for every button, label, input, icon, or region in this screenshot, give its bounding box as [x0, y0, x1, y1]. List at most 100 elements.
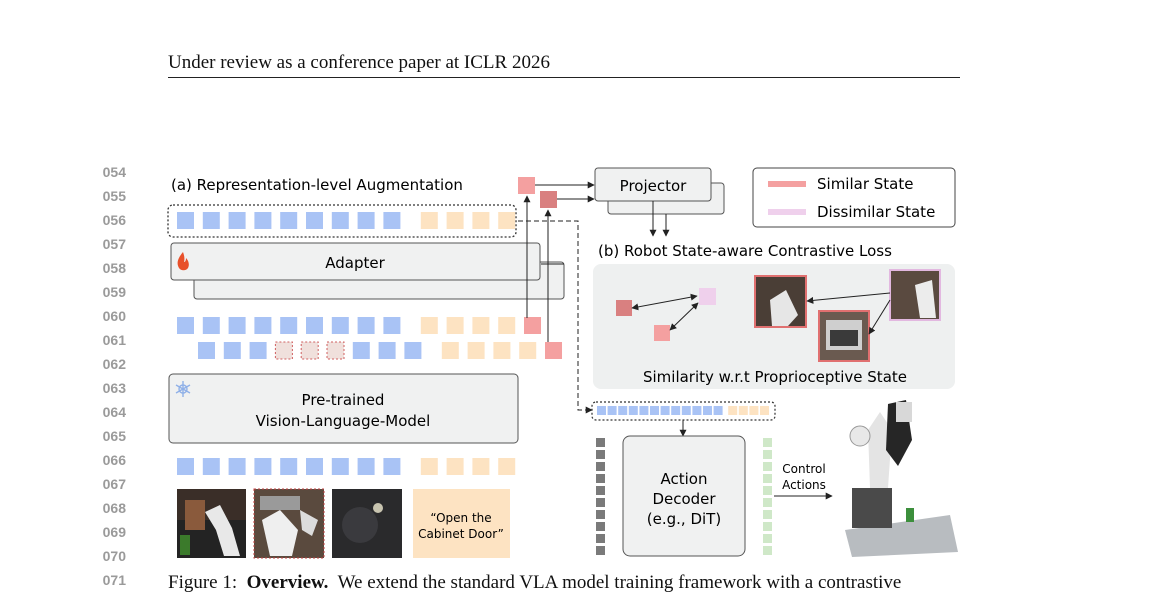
page-header: Under review as a conference paper at IC… — [168, 52, 550, 73]
adapter-label: Adapter — [325, 254, 385, 272]
similarity-caption: Similarity w.r.t Proprioceptive State — [643, 368, 907, 386]
state-token — [524, 317, 542, 334]
action-decoder-box — [622, 435, 746, 557]
caption-bold: Overview. — [246, 572, 329, 593]
vision-token — [681, 406, 691, 415]
vision-token — [202, 317, 220, 334]
language-token — [498, 458, 516, 475]
state-token-augmented — [540, 191, 557, 208]
observation-image-1 — [177, 489, 246, 558]
noise-token-column — [596, 438, 605, 555]
masked-vision-token — [326, 341, 345, 360]
language-token — [420, 458, 438, 475]
action-token — [763, 534, 772, 543]
token-row-upper — [177, 317, 542, 334]
line-number: 056 — [102, 212, 126, 228]
decoder-token-row — [597, 406, 769, 415]
vision-token — [223, 342, 241, 359]
action-token — [763, 522, 772, 531]
vision-token — [249, 342, 267, 359]
vision-token — [254, 317, 272, 334]
vision-token — [306, 317, 323, 334]
noise-token — [596, 486, 605, 495]
embedding-dissimilar — [699, 288, 716, 305]
action-token — [763, 546, 772, 555]
vision-token — [404, 342, 422, 359]
control-line2: Actions — [782, 478, 826, 492]
action-token — [763, 498, 772, 507]
vision-token — [628, 406, 638, 415]
language-token — [446, 317, 464, 334]
language-token — [441, 342, 459, 359]
instruction-line1: “Open the — [430, 511, 491, 525]
masked-vision-token — [274, 341, 293, 360]
robot-arm-image — [836, 396, 958, 557]
observation-image-2 — [253, 488, 325, 559]
language-token — [728, 406, 738, 415]
vision-token — [607, 406, 617, 415]
arrow-dissimilar-to-similar2 — [868, 299, 891, 335]
line-number: 067 — [102, 476, 126, 492]
vision-token — [383, 458, 401, 475]
action-token — [763, 474, 772, 483]
noise-token — [596, 438, 605, 447]
action-token — [763, 462, 772, 471]
instruction-line2: Cabinet Door” — [418, 527, 504, 541]
vision-token — [383, 317, 401, 334]
line-number: 063 — [102, 380, 126, 396]
line-number: 064 — [102, 404, 126, 420]
vision-token — [713, 406, 723, 415]
caption-prefix: Figure 1: — [168, 572, 238, 593]
vision-token — [331, 458, 349, 475]
language-token — [446, 458, 464, 475]
vision-token — [331, 317, 349, 334]
token-row-lower — [198, 341, 563, 360]
language-token — [446, 212, 464, 229]
embedding-augmented — [616, 300, 632, 316]
action-token — [763, 450, 772, 459]
arrow-aug-dissimilar — [631, 293, 698, 311]
augmented-token-row — [177, 212, 516, 229]
language-token — [467, 342, 485, 359]
state-token-similar — [518, 177, 535, 194]
vision-token — [650, 406, 659, 415]
state-token — [545, 342, 563, 359]
language-token — [472, 458, 490, 475]
arrow-dissimilar-to-similar1 — [806, 292, 891, 304]
action-token — [763, 486, 772, 495]
line-number: 062 — [102, 356, 126, 372]
line-number: 071 — [102, 572, 126, 588]
line-number: 054 — [102, 164, 126, 180]
adapter-box — [170, 242, 541, 281]
line-number: 055 — [102, 188, 126, 204]
noise-token — [596, 522, 605, 531]
section-b-title: (b) Robot State-aware Contrastive Loss — [598, 242, 892, 260]
action-token — [763, 510, 772, 519]
decoder-line2: Decoder — [652, 490, 716, 508]
vision-token — [202, 458, 220, 475]
vision-token — [280, 317, 298, 334]
vision-token — [639, 406, 649, 415]
language-token — [493, 342, 511, 359]
vision-token — [177, 212, 194, 229]
line-number: 070 — [102, 548, 126, 564]
vision-token — [202, 212, 220, 229]
vision-token — [357, 212, 375, 229]
legend-label-dissimilar: Dissimilar State — [817, 203, 935, 221]
legend-swatch-dissimilar — [768, 209, 806, 215]
vision-token — [692, 406, 702, 415]
action-token-column — [763, 438, 772, 555]
line-number: 059 — [102, 284, 126, 300]
vision-token — [703, 406, 712, 415]
legend-label-similar: Similar State — [817, 175, 913, 193]
figure-caption: Figure 1: Overview. We extend the standa… — [168, 572, 901, 594]
vlm-label-line2: Vision-Language-Model — [256, 412, 431, 430]
vision-token — [280, 458, 298, 475]
language-token — [472, 212, 490, 229]
state-image-similar-2 — [818, 310, 870, 362]
line-number: 069 — [102, 524, 126, 540]
vision-token — [671, 406, 681, 415]
language-token — [420, 212, 438, 229]
input-token-row — [177, 458, 516, 475]
